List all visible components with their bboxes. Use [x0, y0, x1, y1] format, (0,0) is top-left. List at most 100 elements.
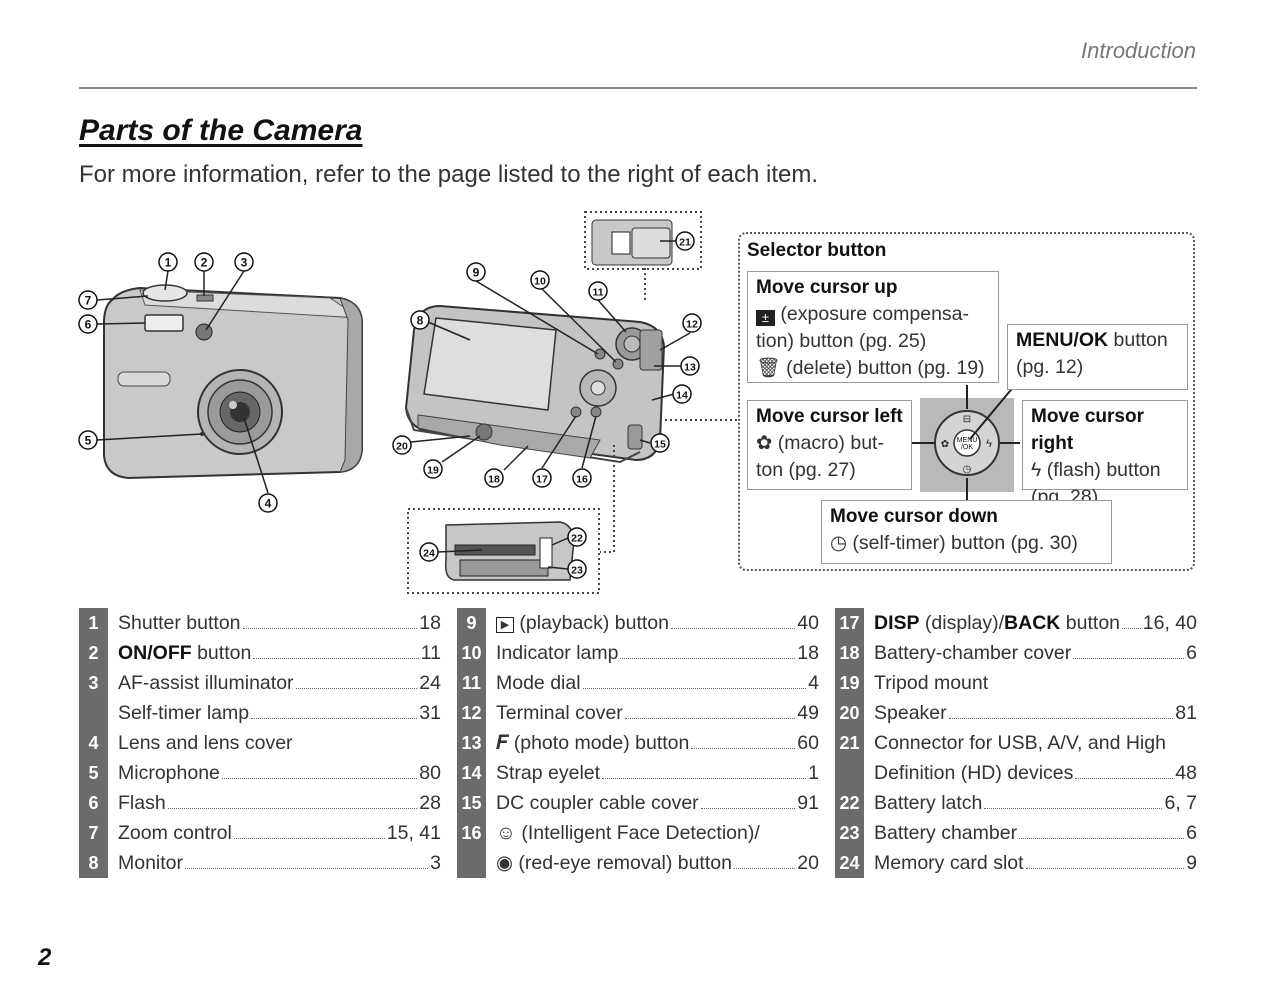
parts-row-line: Memory card slot 9 — [874, 848, 1197, 878]
parts-row-page: 11 — [420, 642, 441, 664]
callout-number: 16 — [576, 474, 588, 486]
parts-row-number: 11 — [457, 668, 486, 698]
callout-circle — [675, 231, 695, 251]
parts-row-label: Connector for USB, A/V, and High — [874, 728, 1166, 758]
callout-circle — [532, 468, 552, 488]
battery-inset — [407, 508, 600, 594]
callout-number: 4 — [265, 497, 272, 511]
parts-row-number: 23 — [835, 818, 864, 848]
leader-dots — [1019, 838, 1185, 839]
parts-row-cell: Battery latch 6, 7 — [864, 788, 1197, 818]
selector-pad-image: MENU /OK ⊟ ◷ ✿ ϟ — [920, 398, 1014, 492]
page-title: Parts of the Camera — [79, 114, 363, 147]
callout-circle — [650, 433, 670, 453]
leader-dots — [984, 808, 1163, 809]
callout-number: 19 — [427, 465, 439, 477]
callout-menu-ok: MENU/OK button (pg. 12) — [1007, 324, 1188, 390]
parts-row-number: 9 — [457, 608, 486, 638]
parts-row-page: 15, 41 — [386, 822, 441, 844]
connector-inset — [584, 211, 702, 270]
leader-dots — [233, 838, 385, 839]
parts-row-number: 10 — [457, 638, 486, 668]
parts-row-number: 8 — [79, 848, 108, 878]
callout-move-up-text-2: tion) button (pg. 25) — [756, 330, 927, 352]
parts-row-number: 19 — [835, 668, 864, 698]
playback-icon: ▶ — [496, 617, 514, 633]
leader-dots — [1025, 868, 1185, 869]
parts-row-cell: Tripod mount — [864, 668, 1197, 698]
parts-row-cell: Battery chamber 6 — [864, 818, 1197, 848]
parts-row-page: 6 — [1186, 822, 1197, 844]
leader-dots — [691, 748, 796, 749]
parts-row-page: 49 — [797, 702, 819, 724]
parts-row-label: Definition (HD) devices — [874, 758, 1073, 788]
leader-dots — [602, 778, 807, 779]
svg-text:◷: ◷ — [963, 464, 972, 475]
callout-move-right: Move cursor right ϟ (flash) button (pg. … — [1022, 400, 1188, 508]
callout-number: 15 — [654, 439, 666, 451]
parts-row-label-text: Shutter button — [118, 612, 241, 634]
parts-row-label-text: Battery chamber — [874, 822, 1018, 844]
parts-row-label: Battery-chamber cover — [874, 638, 1071, 668]
parts-row-label: ☺ (Intelligent Face Detection)/ — [496, 818, 760, 848]
callout-circle — [484, 468, 504, 488]
parts-row-number: 18 — [835, 638, 864, 668]
parts-row-page: 4 — [808, 672, 819, 694]
parts-row-page: 9 — [1186, 852, 1197, 874]
callout-move-left-text-1: (macro) but- — [772, 432, 884, 454]
parts-row-label-text: Monitor — [118, 852, 184, 874]
callout-number: 23 — [571, 565, 583, 577]
parts-row-page: 60 — [797, 732, 819, 754]
parts-row-number: 16 — [457, 818, 486, 878]
parts-row-label: Battery latch — [874, 788, 982, 818]
parts-row-number: 20 — [835, 698, 864, 728]
parts-row-number: 24 — [835, 848, 864, 878]
parts-row-page: 91 — [797, 792, 819, 814]
callout-number: 24 — [423, 548, 435, 560]
parts-row-label: Memory card slot — [874, 848, 1024, 878]
parts-row-label: Monitor — [118, 848, 183, 878]
parts-row-line: Battery chamber 6 — [874, 818, 1197, 848]
callout-number: 8 — [417, 314, 424, 328]
parts-row-page: 28 — [419, 792, 441, 814]
parts-row-number: 3 — [79, 668, 108, 728]
callout-number: 5 — [85, 434, 92, 448]
callout-move-down-label: Move cursor down — [830, 506, 998, 527]
parts-row-line: Lens and lens cover — [118, 728, 441, 758]
svg-text:ϟ: ϟ — [986, 438, 992, 450]
callout-number: 7 — [85, 294, 92, 308]
parts-row-label: Lens and lens cover — [118, 728, 293, 758]
parts-row-line: Battery latch 6, 7 — [874, 788, 1197, 818]
parts-row-page: 31 — [419, 702, 441, 724]
leader-dots — [1073, 658, 1185, 659]
callout-circle — [567, 559, 587, 579]
parts-row-label: Terminal cover — [496, 698, 623, 728]
parts-row-label-text: (red-eye removal) button — [513, 852, 732, 874]
leader-dots — [295, 688, 418, 689]
parts-row-page: 6, 7 — [1164, 792, 1197, 814]
leader-dots — [700, 808, 796, 809]
header-rule — [79, 87, 1197, 89]
parts-row: 23 Battery chamber 6 — [835, 818, 1197, 848]
callout-circle — [682, 313, 702, 333]
leader-dots — [185, 868, 429, 869]
callout-circle — [194, 252, 214, 272]
parts-row-label: Shutter button — [118, 608, 241, 638]
parts-row-label-text: Microphone — [118, 762, 220, 784]
